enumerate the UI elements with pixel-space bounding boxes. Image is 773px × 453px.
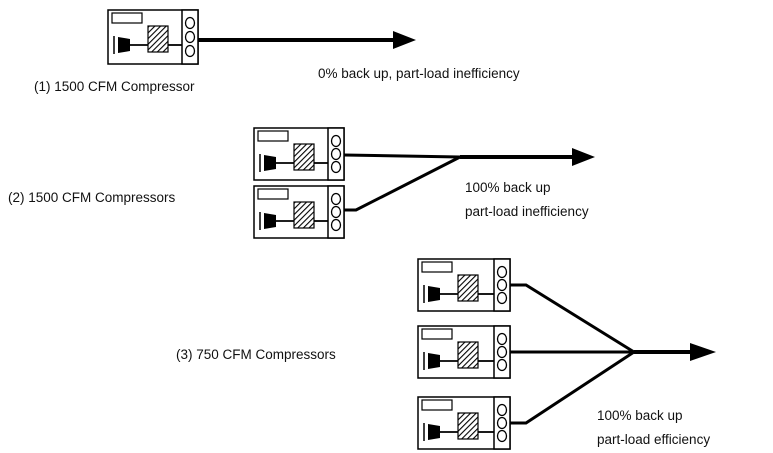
scenario-note: 0% back up, part-load inefficiency	[318, 66, 520, 81]
air-line	[510, 283, 635, 354]
scenario-1: (1) 1500 CFM Compressor 0% back up, part…	[34, 9, 520, 94]
air-line	[344, 155, 461, 212]
compressor-icon	[253, 185, 345, 239]
scenario-3: (3) 750 CFM Compressors 100% back up par…	[176, 258, 716, 450]
compressor-icon	[417, 258, 511, 312]
compressor-icon	[107, 9, 199, 65]
scenario-label: (1) 1500 CFM Compressor	[34, 79, 195, 94]
scenario-note: part-load efficiency	[597, 432, 710, 447]
scenario-note: part-load inefficiency	[465, 204, 589, 219]
compressor-icon	[417, 325, 511, 379]
compressor-icon	[253, 127, 345, 181]
compressor-icon	[417, 396, 511, 450]
scenario-label: (3) 750 CFM Compressors	[176, 347, 336, 362]
scenario-label: (2) 1500 CFM Compressors	[8, 190, 176, 205]
scenario-2: (2) 1500 CFM Compressors 100% back up pa…	[8, 127, 595, 239]
air-line	[343, 153, 461, 159]
arrow-right-icon	[393, 31, 416, 49]
scenario-note: 100% back up	[465, 180, 551, 195]
scenario-note: 100% back up	[597, 408, 683, 423]
air-line	[510, 350, 635, 425]
arrow-right-icon	[690, 343, 716, 361]
arrow-right-icon	[572, 148, 595, 166]
